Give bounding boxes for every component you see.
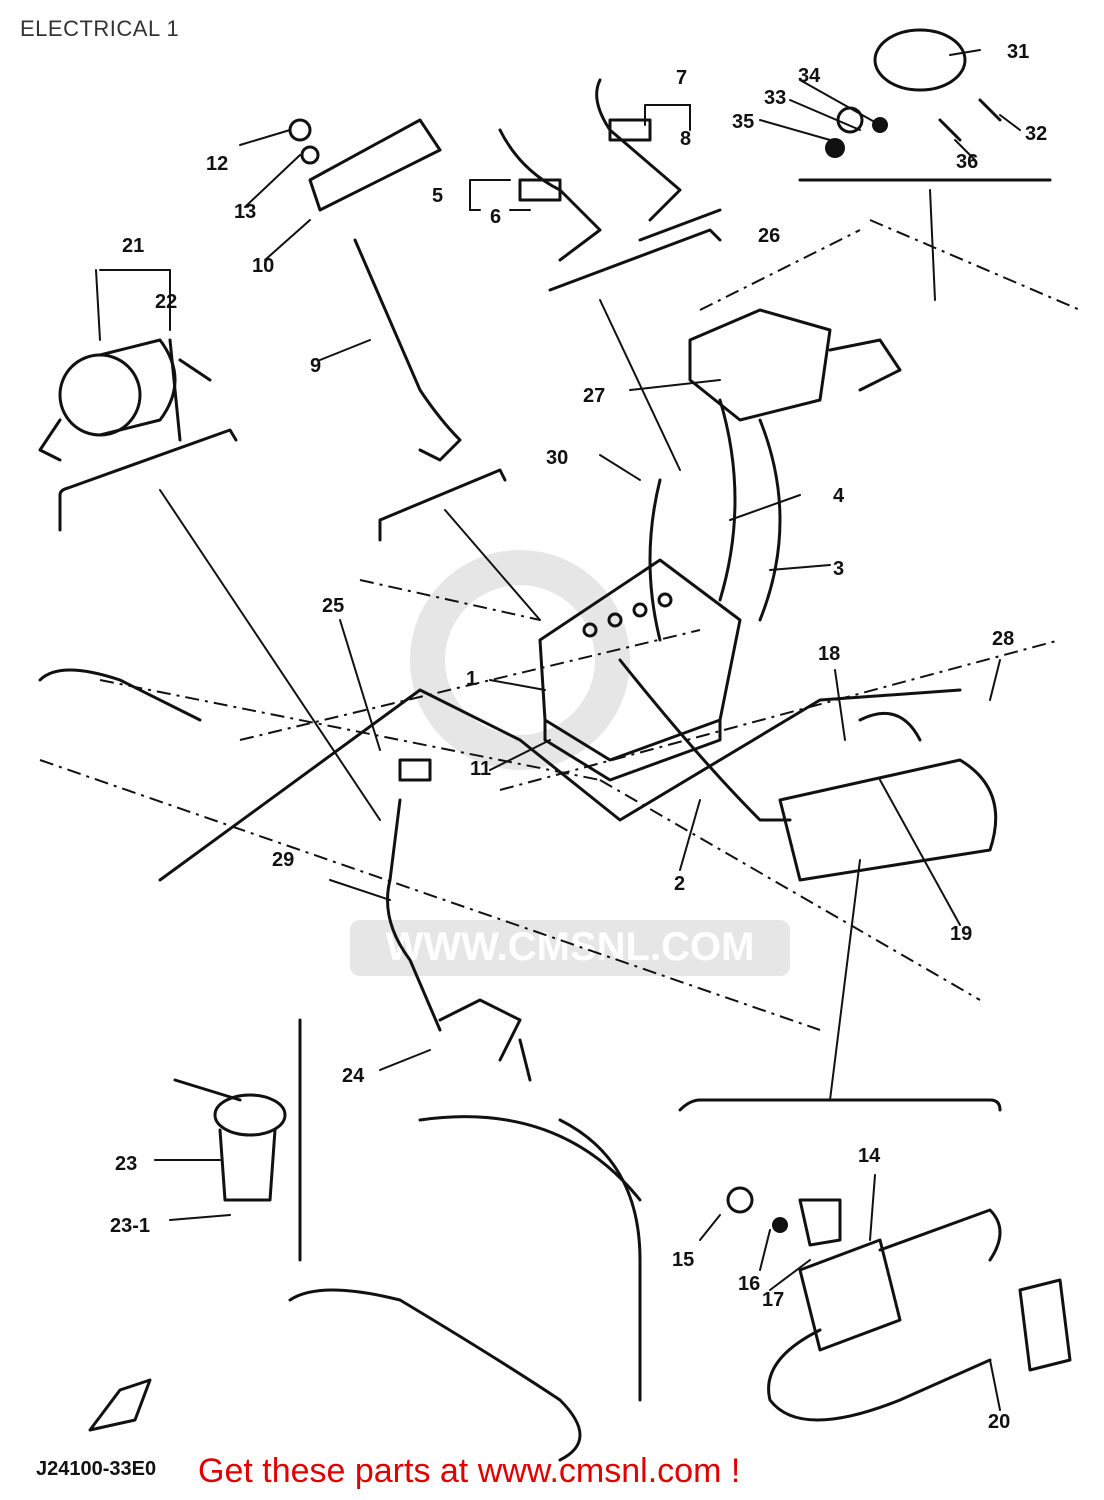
callout-label: 5 [432, 185, 443, 207]
wire-lead-25-29 [158, 688, 962, 1032]
callout-label: 34 [798, 65, 821, 87]
callout-label: 15 [672, 1249, 694, 1271]
callout-label: 30 [546, 447, 568, 469]
callout-label: 9 [310, 355, 321, 377]
callout-label: 2 [674, 873, 685, 895]
callout-label: 10 [252, 255, 274, 277]
callout-label: 27 [583, 385, 605, 407]
callout-label: 14 [858, 1145, 881, 1167]
callout-label: 12 [206, 153, 228, 175]
callout-label: 35 [732, 111, 754, 133]
callout-label: 13 [234, 201, 256, 223]
starter-relay-26 [688, 308, 902, 422]
callout-label: 18 [818, 643, 840, 665]
callout-label: 4 [833, 485, 845, 507]
footer-link-text[interactable]: Get these parts at www.cmsnl.com ! [198, 1452, 741, 1490]
fuel-sender-23 [173, 1078, 287, 1202]
fuel-pump-21 [38, 338, 212, 462]
callout-label: 1 [466, 668, 477, 690]
front-arrow [88, 1378, 152, 1432]
starter-motor [778, 711, 998, 882]
fuel-pump-connector-24 [438, 998, 532, 1082]
leader-lines [95, 49, 1021, 1411]
battery-band-9 [353, 238, 462, 462]
battery-1 [538, 558, 742, 782]
ignition-coil-14 [726, 1186, 1072, 1422]
callout-label: 23-1 [110, 1215, 150, 1237]
watermark-logo: WWW.CMSNL.COM [350, 550, 790, 976]
callout-label: 8 [680, 128, 691, 150]
callout-labels: 1 2 3 4 5 6 7 8 9 10 11 12 13 14 15 16 1… [110, 41, 1047, 1433]
frame-outline [38, 219, 1081, 1462]
tape-13-12 [288, 118, 320, 165]
callout-label: 29 [272, 849, 294, 871]
page-title: ELECTRICAL 1 [20, 16, 180, 41]
callout-label: 3 [833, 558, 844, 580]
callout-label: 20 [988, 1411, 1010, 1433]
callout-label: 24 [342, 1065, 365, 1087]
callout-label: 25 [322, 595, 344, 617]
callout-label: 32 [1025, 123, 1047, 145]
group-brackets [58, 178, 1052, 1112]
ignition-switch-31 [825, 28, 1002, 158]
callout-label: 22 [155, 291, 177, 313]
callout-label: 33 [764, 87, 786, 109]
callout-label: 36 [956, 151, 978, 173]
callout-label: 21 [122, 235, 144, 257]
cover-10 [308, 118, 442, 212]
callout-label: 19 [950, 923, 972, 945]
callout-label: 11 [470, 758, 491, 780]
callout-label: 26 [758, 225, 780, 247]
callout-label: 28 [992, 628, 1014, 650]
callout-label: 31 [1007, 41, 1029, 63]
callout-label: 23 [115, 1153, 137, 1175]
watermark-text: WWW.CMSNL.COM [386, 925, 755, 969]
callout-label: 7 [676, 67, 687, 89]
callout-label: 6 [490, 206, 501, 228]
wire-harness-5-6-7-8 [498, 78, 682, 262]
diagram-code: J24100-33E0 [36, 1458, 157, 1480]
callout-label: 16 [738, 1273, 760, 1295]
battery-cables-2-3-4 [618, 398, 792, 822]
callout-label: 17 [762, 1289, 784, 1311]
